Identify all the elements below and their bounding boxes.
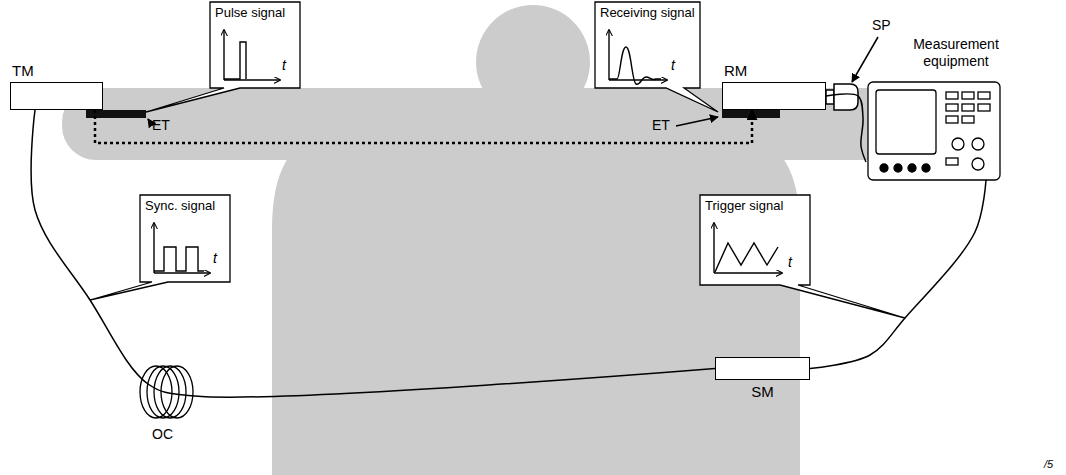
oscilloscope [962, 92, 974, 99]
oscilloscope [952, 138, 964, 150]
waveform-plot [154, 223, 210, 273]
waveform-plot [154, 30, 782, 273]
signal-path [95, 110, 752, 143]
oscilloscope [868, 82, 1000, 180]
waveform-plot [609, 30, 667, 84]
probe-cable [826, 94, 866, 162]
callout-title: Pulse signal [210, 2, 302, 23]
oscilloscope [946, 116, 958, 123]
waveform-plot [714, 223, 782, 273]
time-axis-label: t [213, 250, 217, 266]
human-silhouette [272, 130, 800, 475]
callout-title: Receiving signal [595, 2, 702, 23]
oscilloscope [894, 164, 902, 172]
human-silhouette [62, 5, 987, 475]
waveform-plot [714, 272, 782, 273]
oscilloscope [880, 164, 888, 172]
callout-title: Trigger signal [700, 195, 812, 216]
waveform-plot [609, 47, 661, 84]
sp-plug [834, 84, 858, 110]
optical-coupler-coil [140, 366, 172, 418]
oscilloscope [978, 92, 990, 99]
leader-arrow [852, 37, 878, 82]
waveform-plot [608, 30, 609, 80]
waveform-plot [154, 247, 204, 271]
waveform-plot [224, 30, 280, 80]
sync-cable [31, 110, 715, 397]
receiver-box: RM [722, 82, 826, 110]
callout-balloon [700, 195, 905, 318]
electrode-strip [86, 110, 780, 118]
waveform-plot [223, 30, 224, 80]
oscilloscope [946, 92, 958, 99]
waveform-plot [224, 42, 246, 79]
optical-coupler-coil [154, 366, 186, 418]
electrode-label: ET [652, 117, 670, 133]
waveform-plot [154, 272, 210, 273]
signal-callout: Receiving signal [595, 2, 702, 88]
signal-callout: Sync. signal [140, 195, 232, 282]
module-label: TM [12, 62, 103, 79]
waveform-plot [153, 223, 154, 273]
leader-arrow [676, 117, 718, 126]
oscilloscope [868, 82, 1000, 180]
equipment-label: Measurement equipment [866, 36, 1016, 70]
callout-balloon [90, 2, 905, 318]
oscilloscope [908, 164, 916, 172]
sp-plug [826, 90, 834, 104]
coupler-label: OC [152, 426, 173, 442]
callout-title: Sync. signal [140, 195, 232, 216]
oscilloscope [946, 104, 958, 111]
signal-callout: Pulse signal [210, 2, 302, 88]
trigger-cable [810, 180, 986, 369]
oscilloscope [962, 116, 974, 123]
module-label: RM [724, 62, 826, 79]
time-axis-label: t [671, 57, 675, 73]
oscilloscope [876, 90, 936, 154]
leader-arrow [148, 119, 150, 122]
callout-balloon [595, 2, 718, 112]
oscilloscope [972, 138, 984, 150]
signal-callout: Trigger signal [700, 195, 812, 285]
waveform-plot [715, 243, 778, 272]
transmitter-box: TM [10, 82, 103, 110]
oscilloscope [962, 104, 974, 111]
time-axis-label: t [282, 57, 286, 73]
oscilloscope [922, 164, 930, 172]
oscilloscope [978, 104, 990, 111]
page-mark: /5 [1044, 456, 1053, 472]
time-axis-label: t [788, 254, 792, 270]
measurement-equipment: Measurement equipment [866, 36, 1016, 180]
sync-module-box: SM [715, 357, 810, 380]
oscilloscope [946, 158, 958, 165]
oscilloscope [972, 158, 984, 170]
waveform-plot [713, 223, 714, 273]
probe-label: SP [872, 17, 891, 33]
module-label: SM [716, 383, 809, 400]
electrode-label: ET [152, 117, 170, 133]
sp-plug [826, 84, 858, 110]
